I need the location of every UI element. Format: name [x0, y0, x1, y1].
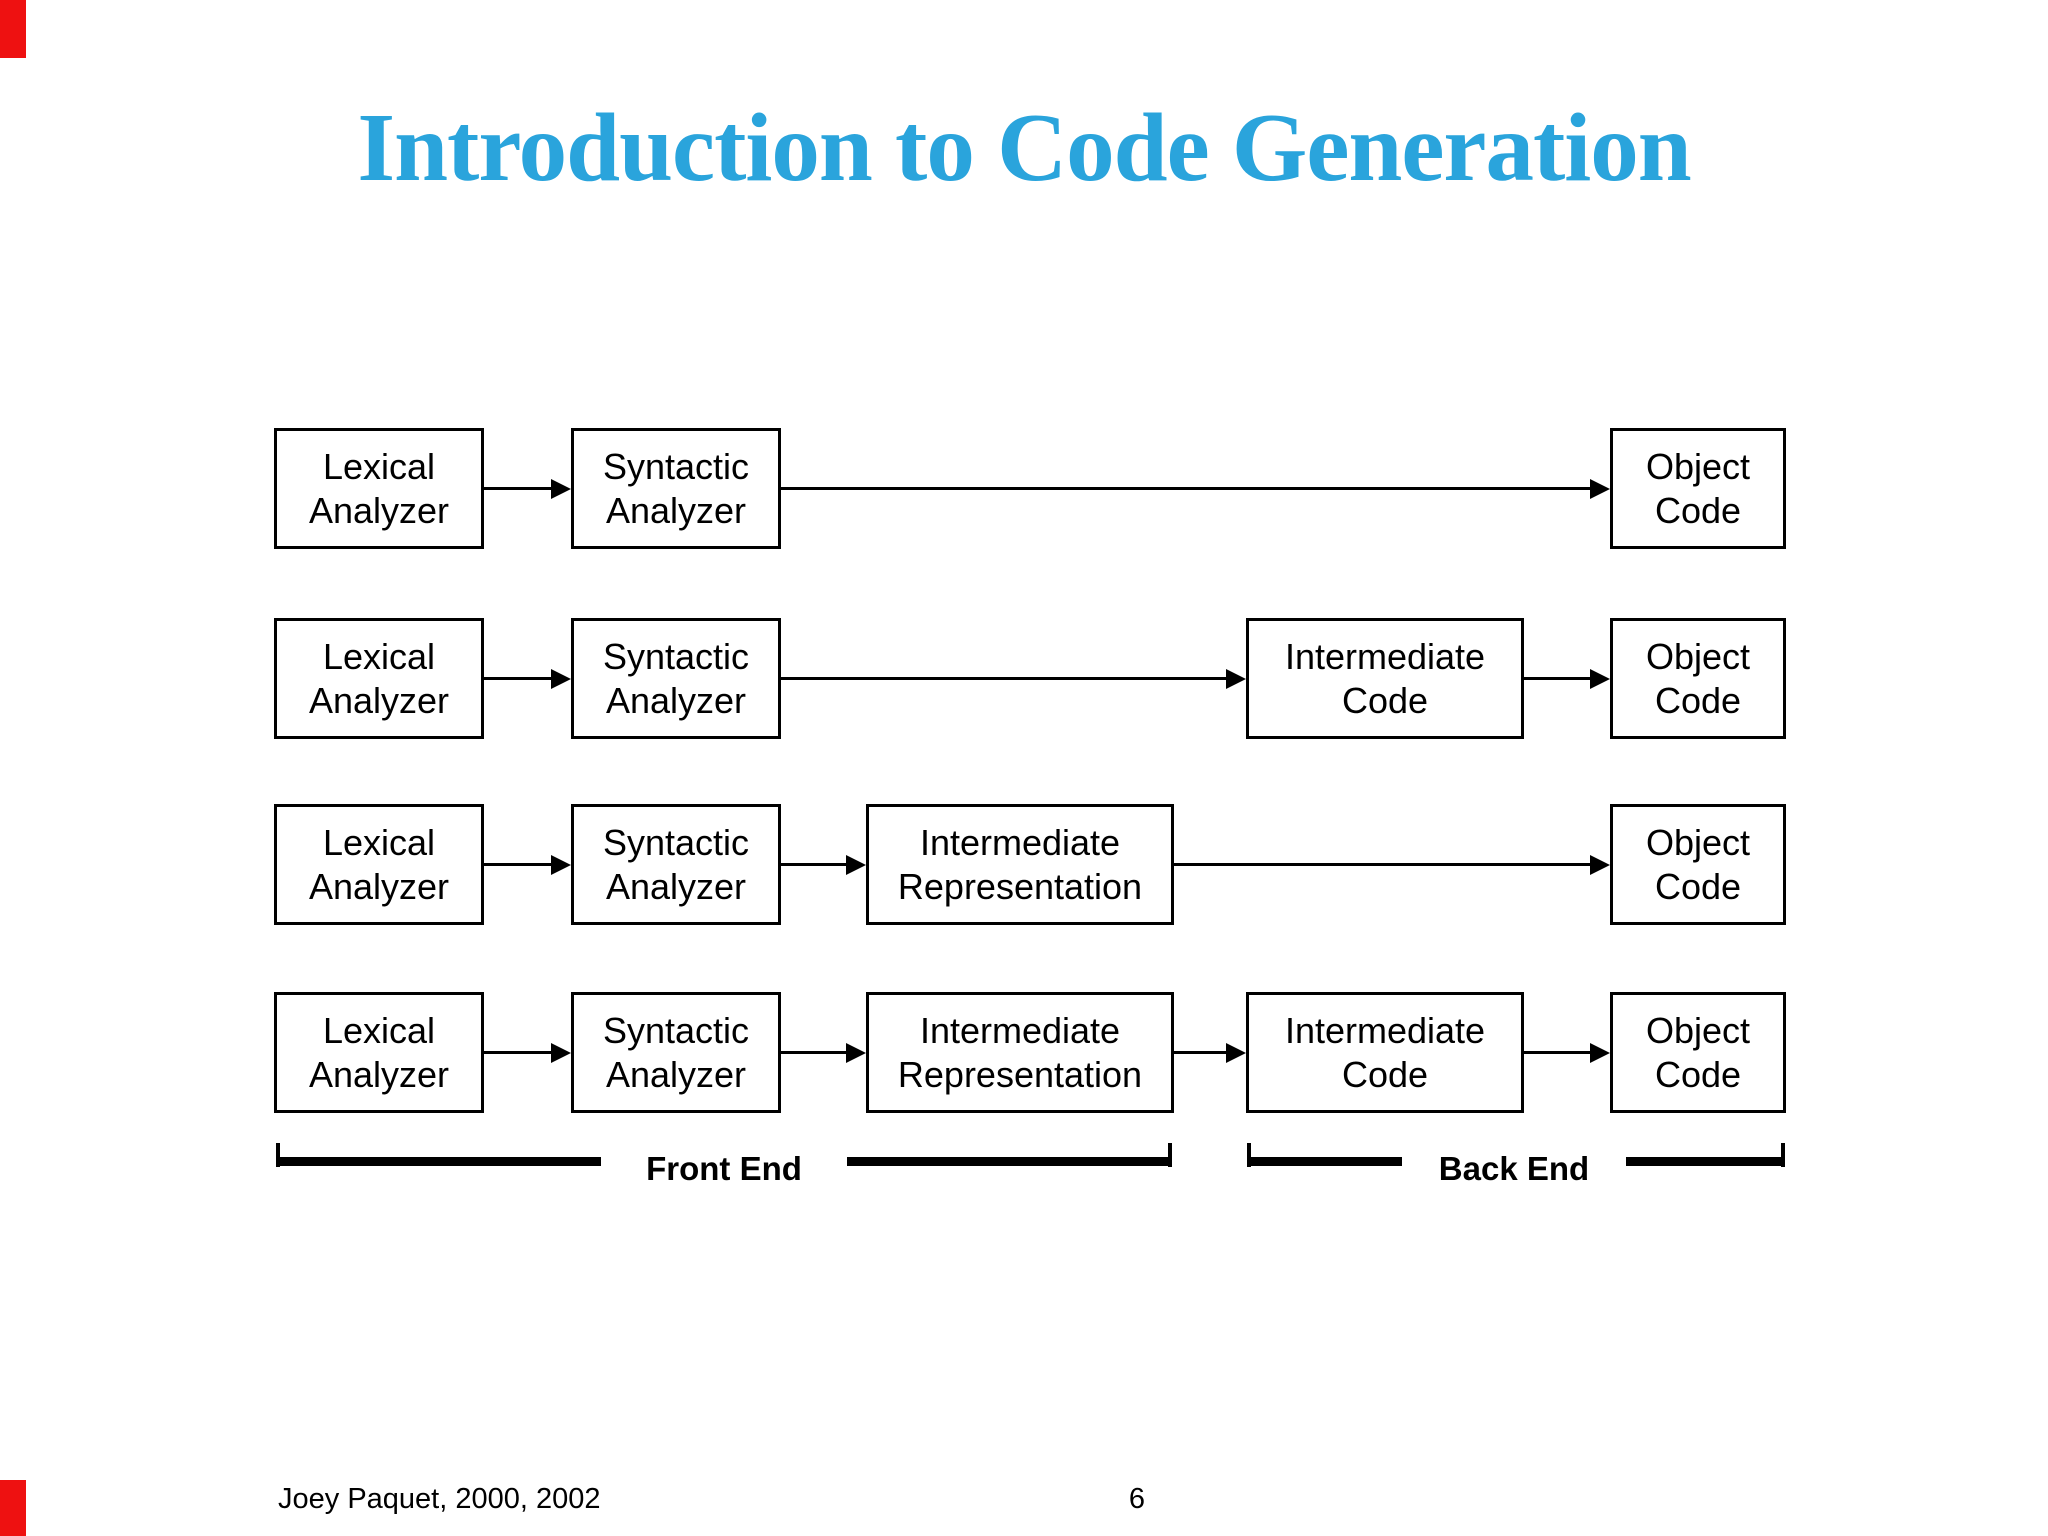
arrow-line [1524, 1051, 1594, 1054]
bracket-bar [1626, 1157, 1785, 1166]
node-lexical-row-4: Lexical Analyzer [274, 992, 484, 1113]
node-object-row-2: Object Code [1610, 618, 1786, 739]
arrow-line [484, 863, 555, 866]
screen-edge-mark-bottom [0, 1480, 26, 1536]
arrow-head [551, 854, 571, 875]
bracket-bar [847, 1157, 1172, 1166]
bracket-bar [1247, 1157, 1402, 1166]
bracket-tick [276, 1143, 280, 1167]
arrow-line [1174, 1051, 1230, 1054]
front-end-bracket: Front End [276, 1143, 1172, 1193]
front-end-label: Front End [646, 1150, 802, 1187]
arrow-line [781, 1051, 850, 1054]
arrow-head [1226, 1042, 1246, 1063]
bracket-tick [1168, 1143, 1172, 1167]
arrow-head [1226, 668, 1246, 689]
node-lexical-row-1: Lexical Analyzer [274, 428, 484, 549]
node-ir-row-4: Intermediate Representation [866, 992, 1174, 1113]
node-object-row-4: Object Code [1610, 992, 1786, 1113]
bracket-tick [1781, 1143, 1785, 1167]
node-object-row-1: Object Code [1610, 428, 1786, 549]
node-syntactic-row-4: Syntactic Analyzer [571, 992, 781, 1113]
arrow-head [551, 478, 571, 499]
bracket-tick [1247, 1143, 1251, 1167]
node-lexical-row-3: Lexical Analyzer [274, 804, 484, 925]
arrow-line [1174, 863, 1594, 866]
arrow-head [1590, 668, 1610, 689]
footer-author: Joey Paquet, 2000, 2002 [278, 1483, 601, 1515]
back-end-label: Back End [1438, 1150, 1590, 1187]
node-ic-row-4: Intermediate Code [1246, 992, 1524, 1113]
node-syntactic-row-1: Syntactic Analyzer [571, 428, 781, 549]
arrow-line [484, 677, 555, 680]
back-end-bracket: Back End [1247, 1143, 1785, 1193]
arrow-line [484, 487, 555, 490]
arrow-head [846, 854, 866, 875]
arrow-line [484, 1051, 555, 1054]
arrow-head [1590, 478, 1610, 499]
node-ir-row-3: Intermediate Representation [866, 804, 1174, 925]
node-lexical-row-2: Lexical Analyzer [274, 618, 484, 739]
arrow-head [1590, 1042, 1610, 1063]
slide-title: Introduction to Code Generation [357, 94, 1691, 201]
arrow-line [1524, 677, 1594, 680]
arrow-head [1590, 854, 1610, 875]
screen-edge-mark-top [0, 0, 26, 58]
arrow-line [781, 677, 1230, 680]
node-syntactic-row-3: Syntactic Analyzer [571, 804, 781, 925]
node-syntactic-row-2: Syntactic Analyzer [571, 618, 781, 739]
arrow-head [551, 1042, 571, 1063]
arrow-head [846, 1042, 866, 1063]
node-object-row-3: Object Code [1610, 804, 1786, 925]
bracket-bar [276, 1157, 601, 1166]
page-number: 6 [1128, 1483, 1146, 1515]
arrow-line [781, 487, 1594, 490]
arrow-head [551, 668, 571, 689]
node-ic-row-2: Intermediate Code [1246, 618, 1524, 739]
arrow-line [781, 863, 850, 866]
